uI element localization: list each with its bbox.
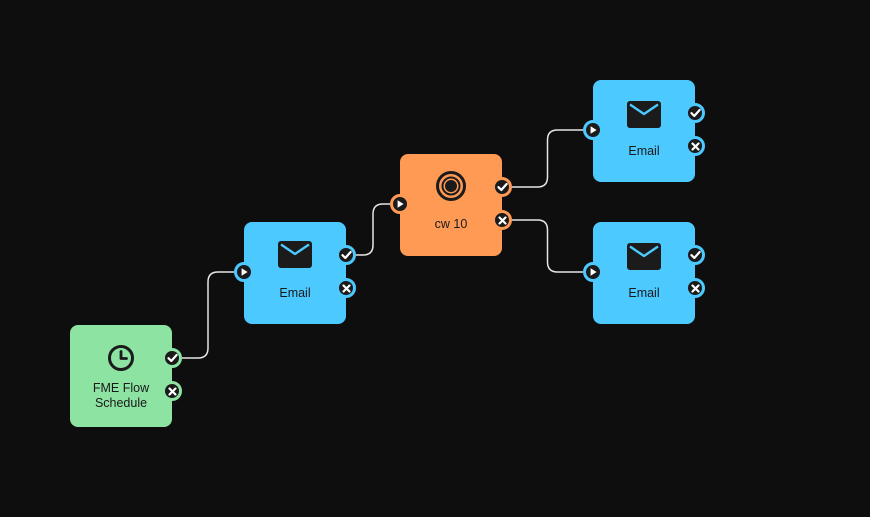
close-port[interactable] — [336, 278, 356, 298]
target-icon — [400, 170, 502, 202]
play-port[interactable] — [583, 262, 603, 282]
check-icon — [340, 250, 352, 260]
check-icon — [496, 182, 508, 192]
play-icon — [588, 125, 598, 135]
check-icon — [166, 353, 178, 363]
close-icon — [341, 283, 351, 293]
play-port[interactable] — [583, 120, 603, 140]
email-node-label: Email — [628, 144, 660, 158]
check-port[interactable] — [492, 177, 512, 197]
check-icon — [689, 250, 701, 260]
envelope-icon — [593, 243, 695, 270]
connector-cw10-email2 — [512, 129, 583, 188]
email-node[interactable]: Email — [583, 80, 705, 182]
decision-node-label: cw 10 — [434, 217, 468, 231]
check-port[interactable] — [685, 103, 705, 123]
close-icon — [497, 215, 507, 225]
check-port[interactable] — [336, 245, 356, 265]
clock-icon — [70, 343, 172, 373]
close-port[interactable] — [685, 278, 705, 298]
check-icon — [689, 108, 701, 118]
close-icon — [167, 386, 177, 396]
envelope-icon — [244, 241, 346, 268]
play-icon — [588, 267, 598, 277]
play-port[interactable] — [234, 262, 254, 282]
check-port[interactable] — [162, 348, 182, 368]
check-port[interactable] — [685, 245, 705, 265]
email-node-label: Email — [279, 286, 311, 300]
play-icon — [239, 267, 249, 277]
close-icon — [690, 141, 700, 151]
email-node-label: Email — [628, 286, 660, 300]
email-node[interactable]: Email — [234, 222, 356, 324]
schedule-node-label: FME Flow Schedule — [92, 381, 150, 410]
email-node[interactable]: Email — [583, 222, 705, 324]
connector-cw10-email3 — [512, 219, 583, 273]
play-icon — [395, 199, 405, 209]
play-port[interactable] — [390, 194, 410, 214]
connector-schedule-email1 — [182, 271, 234, 359]
close-port[interactable] — [162, 381, 182, 401]
decision-node[interactable]: cw 10 — [390, 154, 512, 256]
close-icon — [690, 283, 700, 293]
connector-email1-cw10 — [356, 203, 390, 256]
schedule-node[interactable]: FME Flow Schedule — [70, 325, 182, 427]
close-port[interactable] — [685, 136, 705, 156]
envelope-icon — [593, 101, 695, 128]
close-port[interactable] — [492, 210, 512, 230]
